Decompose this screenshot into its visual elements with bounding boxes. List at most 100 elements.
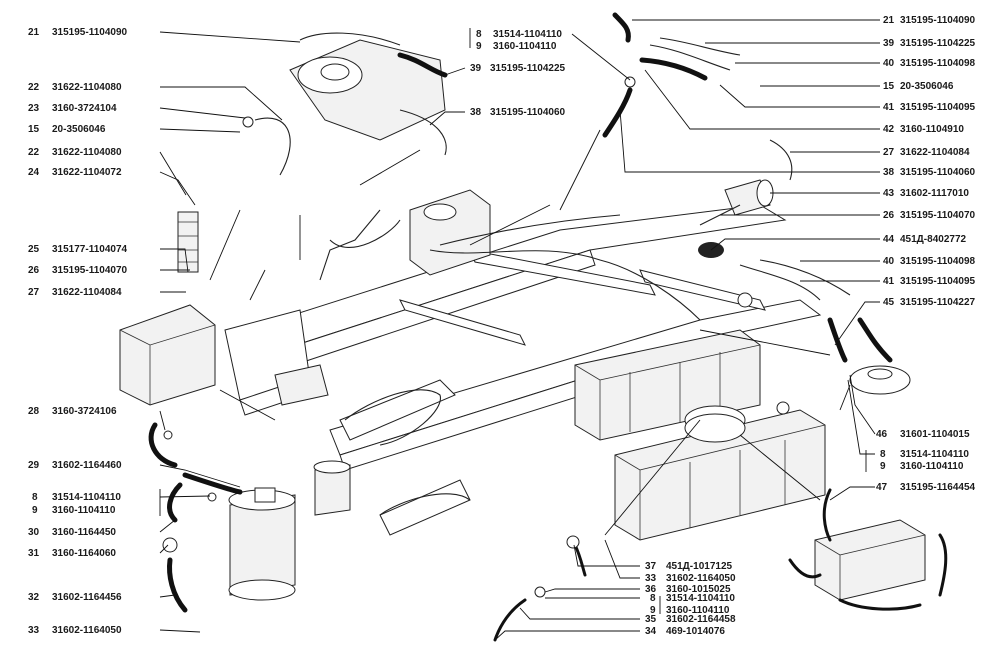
callout-part-code: 315195-1104060 [900,167,976,178]
leader-line-34 [494,630,640,641]
callout-number: 8 [650,593,656,604]
callout-number: 32 [28,592,40,603]
callout-part-code: 3160-1164060 [52,548,116,559]
callout-number: 21 [28,27,40,38]
callout-part-code: 31602-1164460 [52,460,122,471]
callout-part-code: 315195-1104225 [490,63,566,74]
leader-line-22 [159,151,187,196]
callout-part-code: 315195-1104060 [490,107,566,118]
callout-part-code: 315195-1104095 [900,276,976,287]
callout-part-code: 315195-1164454 [900,482,976,493]
callout-part-code: 3160-1104110 [52,505,116,516]
callout-part-code: 315195-1104090 [52,27,128,38]
callout-number: 26 [883,210,895,221]
callout-number: 46 [876,429,888,440]
callout-part-code: 3160-3724106 [52,406,117,417]
callout-part-code: 31602-1164050 [666,573,736,584]
callout-number: 8 [476,29,482,40]
callout-part-code: 31602-1164050 [52,625,122,636]
callout-part-code: 31622-1104084 [52,287,122,298]
callout-38-20: 38 315195-1104060 [470,107,566,118]
callout-number: 38 [470,107,482,118]
leader-line-32 [159,594,176,598]
callout-number: 37 [645,561,657,572]
callout-36-41: 36 3160-1015025 [645,584,731,595]
callout-number: 24 [28,167,40,178]
leader-line-46 [849,374,876,435]
callout-number: 47 [876,482,888,493]
callout-number: 30 [28,527,40,538]
callout-number: 34 [645,626,657,637]
callout-9-18: 9 3160-1104110 [476,41,557,52]
callout-part-code: 315195-1104227 [900,297,976,308]
callout-part-code: 31514-1104110 [666,593,735,604]
callout-part-code: 31602-1164456 [52,592,122,603]
callout-number: 22 [28,147,40,158]
callout-number: 26 [28,265,40,276]
callout-part-code: 3160-1104110 [493,41,557,52]
callout-32-15: 32 31602-1164456 [28,592,122,603]
leader-line-41 [719,84,880,108]
callout-number: 8 [32,492,38,503]
leader-line-44 [710,238,880,251]
callout-33-16: 33 31602-1164050 [28,625,122,636]
callout-part-code: 3160-1164450 [52,527,116,538]
callout-9-12: 9 3160-1104110 [32,505,116,516]
leader-line-31 [159,544,169,554]
callout-part-code: 31602-1117010 [900,188,969,199]
callout-number: 25 [28,244,40,255]
callout-part-code: 315195-1104098 [900,256,976,267]
callout-part-code: 315195-1104070 [52,265,128,276]
leader-line-45 [834,301,880,346]
callout-part-code: 31622-1104084 [900,147,970,158]
callout-28-9: 28 3160-3724106 [28,406,117,417]
leader-line-25 [160,248,189,273]
callout-part-code: 20-3506046 [52,124,106,135]
callout-number: 9 [476,41,482,52]
leader-line-33 [604,539,640,579]
callout-number: 33 [28,625,40,636]
chassis-frame [119,39,926,601]
leader-line-35 [519,607,640,620]
leader-line-22 [160,86,283,121]
leader-line-28 [159,410,166,431]
leader-line-8 [847,379,875,455]
callout-number: 28 [28,406,40,417]
leader-line-24 [159,171,196,206]
leader-line-30 [159,519,176,533]
callout-47-38: 47 315195-1164454 [876,482,976,493]
callout-part-code: 3160-1104110 [900,461,964,472]
callout-part-code: 315195-1104098 [900,58,976,69]
leader-line-42 [644,69,880,130]
callout-number: 36 [645,584,657,595]
callout-number: 9 [32,505,38,516]
callout-part-code: 3160-1104910 [900,124,964,135]
leader-line-47 [829,486,875,501]
callout-41-33: 41 315195-1104095 [883,276,976,287]
callout-part-code: 31622-1104072 [52,167,122,178]
callout-number: 41 [883,276,895,287]
callout-part-code: 3160-1015025 [666,584,731,595]
callout-21-0: 21 315195-1104090 [28,27,128,38]
callout-number: 9 [650,605,656,616]
callout-part-code: 31514-1104110 [52,492,121,503]
